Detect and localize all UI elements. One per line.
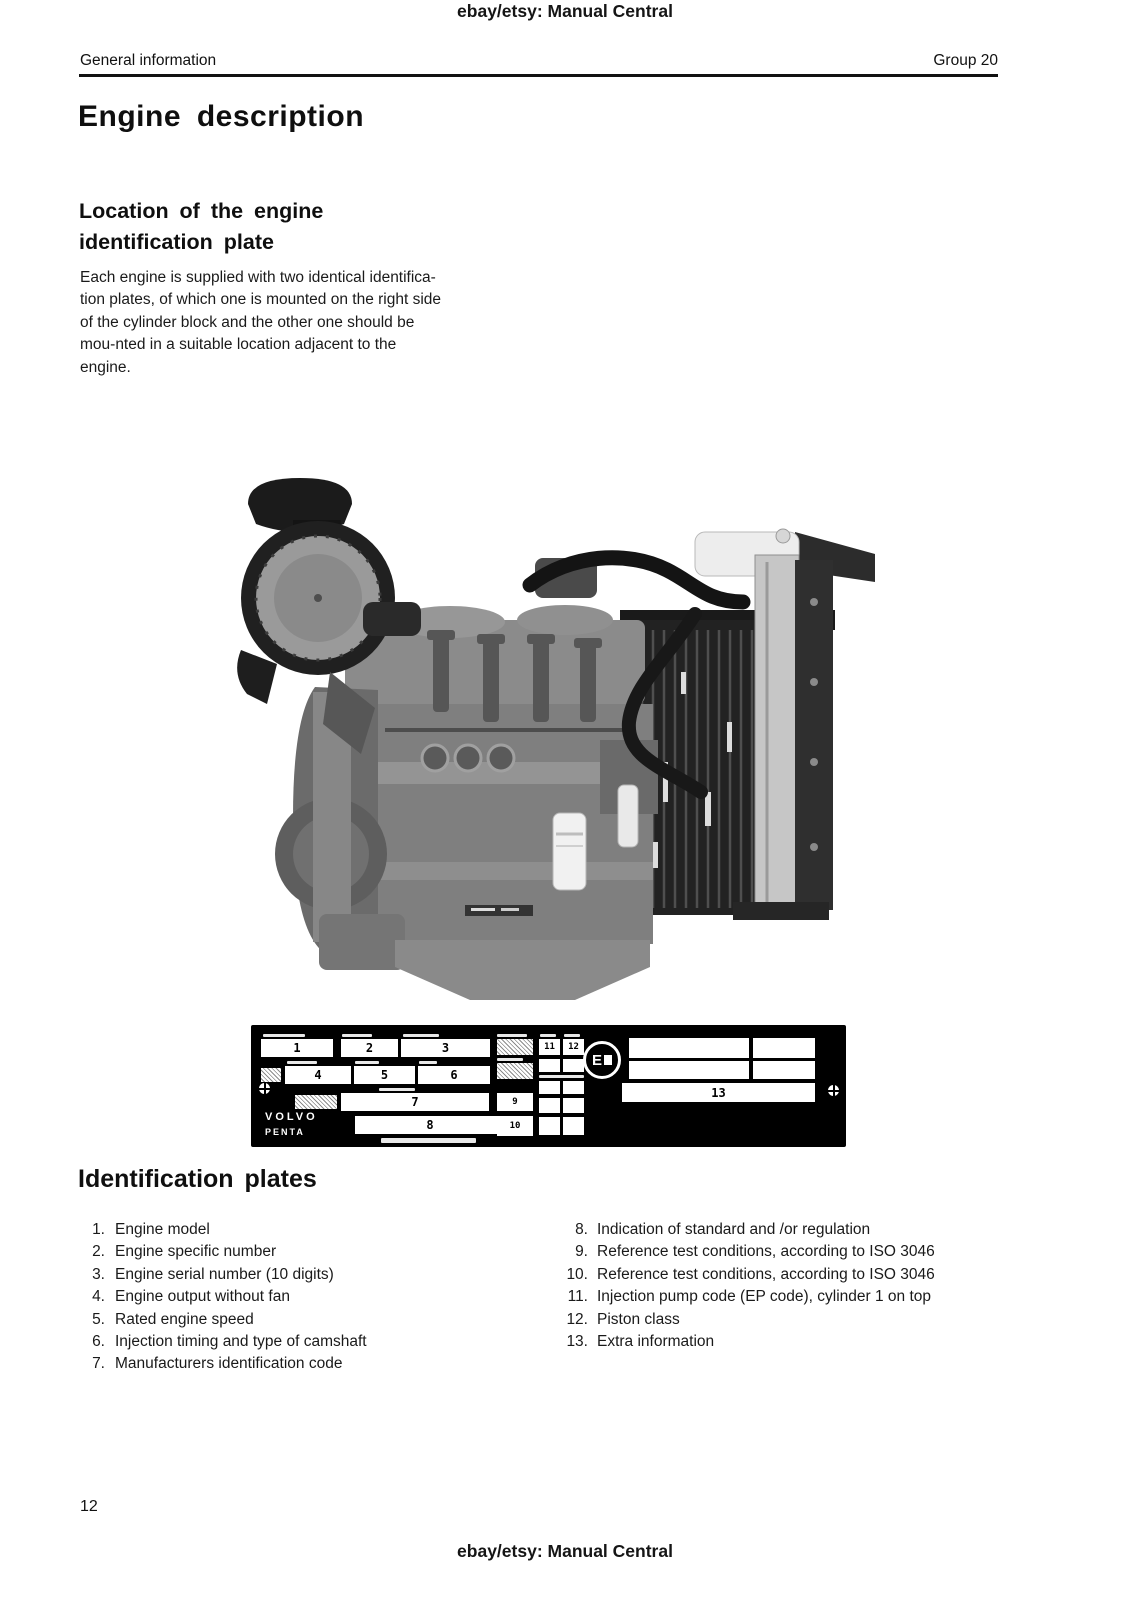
list-item: 9.Reference test conditions, according t… xyxy=(575,1243,935,1261)
plate-field-4: 4 xyxy=(285,1066,351,1084)
plate-field-3: 3 xyxy=(401,1039,490,1057)
list-item: 12.Piston class xyxy=(566,1310,680,1328)
brand-penta: PENTA xyxy=(265,1127,305,1137)
list-item: 7.Manufacturers identification code xyxy=(92,1355,343,1373)
plate-field-8: 8 xyxy=(355,1116,505,1134)
list-item: 10.Reference test conditions, according … xyxy=(566,1265,935,1283)
oil-filter xyxy=(552,812,587,891)
air-inlet-elbow xyxy=(237,650,277,704)
air-cleaner-cap xyxy=(248,478,352,532)
fuel-filter xyxy=(617,784,639,848)
running-header: General information Group 20 xyxy=(80,52,998,70)
radiator-side-tank xyxy=(754,554,800,908)
list-item: 4.Engine output without fan xyxy=(92,1288,290,1306)
lower-radiator-hose xyxy=(621,607,708,799)
list-item: 1.Engine model xyxy=(92,1221,210,1238)
plate-field-10: 10 xyxy=(497,1116,533,1136)
identification-list-left: 1.Engine model 2.Engine specific number … xyxy=(79,1219,367,1376)
plate-field-2: 2 xyxy=(341,1039,398,1057)
list-item: 13.Extra information xyxy=(566,1333,715,1351)
e-mark-letter: E xyxy=(591,1051,602,1069)
frame-bolts xyxy=(810,598,818,851)
running-header-right: Group 20 xyxy=(933,52,998,69)
list-item: 6.Injection timing and type of camshaft xyxy=(92,1333,367,1351)
identification-list-right: 8.Indication of standard and /or regulat… xyxy=(558,1219,935,1353)
paragraph-line: Each engine is supplied with two identic… xyxy=(80,269,436,286)
plate-field-7: 7 xyxy=(341,1093,489,1111)
paragraph-line: mou-nted in a suitable location adjacent… xyxy=(80,336,397,354)
section-heading-identification: Identification plates xyxy=(78,1165,317,1193)
section-heading-location: Location of the engine identification pl… xyxy=(79,196,323,258)
page-number: 12 xyxy=(80,1498,98,1515)
e-mark-icon: E xyxy=(583,1041,621,1079)
header-rule xyxy=(79,74,998,77)
paragraph-line: engine. xyxy=(80,358,131,376)
bottom-watermark: ebay/etsy: Manual Central xyxy=(457,1541,673,1561)
engine-photo xyxy=(235,462,905,1007)
intake-duct xyxy=(363,602,421,636)
list-item: 8.Indication of standard and /or regulat… xyxy=(575,1221,871,1238)
section-heading-line-2: identification plate xyxy=(79,230,274,254)
plate-field-11: 11 xyxy=(539,1039,560,1055)
plate-field-13: 13 xyxy=(622,1083,815,1102)
injectors xyxy=(427,630,602,722)
engine-illustration xyxy=(237,478,875,1000)
section-heading-line-1: Location of the engine xyxy=(79,199,324,223)
page-title: Engine description xyxy=(78,100,365,133)
paragraph-line: tion plates, of which one is mounted on … xyxy=(80,291,442,309)
radiator-frame xyxy=(795,560,833,910)
upper-radiator-hose xyxy=(522,550,751,610)
air-cleaner-bracket xyxy=(323,672,375,754)
plate-field-6: 6 xyxy=(418,1066,490,1084)
expansion-tank-cap xyxy=(775,528,791,544)
location-paragraph: Each engine is supplied with two identic… xyxy=(80,267,441,379)
plate-field-1: 1 xyxy=(261,1039,333,1057)
mount-foot xyxy=(319,914,405,970)
oil-pan xyxy=(395,940,650,1000)
engine-id-label xyxy=(465,905,533,916)
paragraph-line: of the cylinder block and the other one … xyxy=(80,313,415,331)
top-watermark: ebay/etsy: Manual Central xyxy=(457,1,673,21)
list-item: 3.Engine serial number (10 digits) xyxy=(92,1265,334,1283)
block-ports xyxy=(420,743,516,773)
e-mark-blob xyxy=(604,1055,612,1065)
plate-field-5: 5 xyxy=(354,1066,415,1084)
screw-icon xyxy=(828,1085,839,1096)
screw-icon xyxy=(259,1083,270,1094)
list-item: 5.Rated engine speed xyxy=(92,1310,254,1328)
identification-plate: 1 2 3 4 5 6 7 8 VOLVO PENTA 9 10 11 12 xyxy=(251,1025,846,1147)
running-header-left: General information xyxy=(80,52,217,69)
radiator-base xyxy=(733,902,829,920)
list-item: 11.Injection pump code (EP code), cylind… xyxy=(567,1288,932,1306)
plate-field-9: 9 xyxy=(497,1093,533,1111)
plate-field-12: 12 xyxy=(563,1039,584,1055)
list-item: 2.Engine specific number xyxy=(92,1243,277,1261)
brand-volvo: VOLVO xyxy=(265,1111,318,1123)
